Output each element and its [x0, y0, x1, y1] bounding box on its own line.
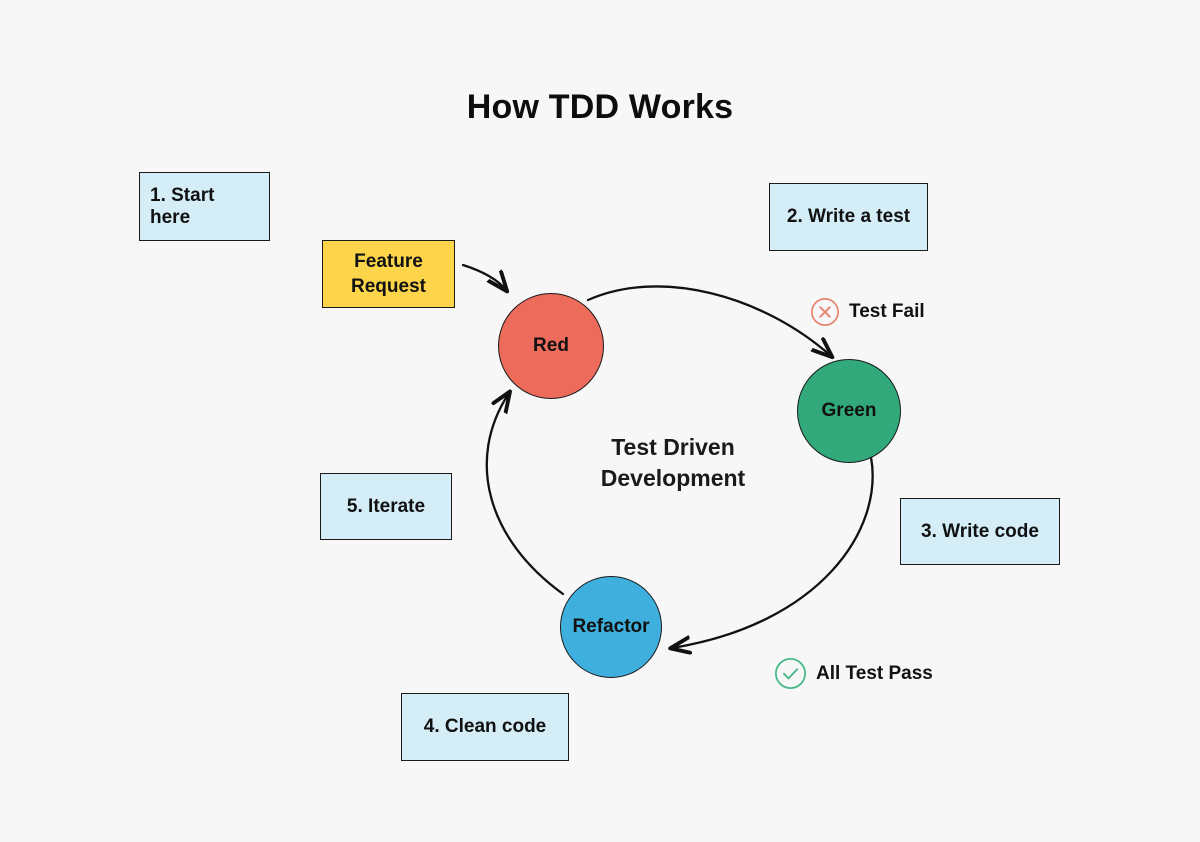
step-box-5-label: 5. Iterate	[346, 495, 426, 517]
step-box-1-label: 1. Start here	[150, 184, 215, 228]
node-refactor[interactable]: Refactor	[560, 576, 662, 678]
circle-check-icon	[774, 657, 807, 690]
node-red-label: Red	[533, 335, 569, 356]
status-test-fail: Test Fail	[810, 297, 925, 327]
step-box-1-start-here[interactable]: 1. Start here	[139, 172, 270, 241]
node-red[interactable]: Red	[498, 293, 604, 399]
step-box-3-label: 3. Write code	[921, 520, 1039, 542]
step-box-3-write-code[interactable]: 3. Write code	[900, 498, 1060, 565]
feature-request-box[interactable]: Feature Request	[322, 240, 455, 308]
feature-request-line1: Feature	[354, 250, 423, 272]
node-green-label: Green	[821, 400, 877, 421]
cycle-center-line1: Test Driven	[611, 434, 735, 460]
cycle-center-label: Test Driven Development	[523, 432, 823, 494]
node-green[interactable]: Green	[797, 359, 901, 463]
circle-x-icon	[811, 298, 839, 326]
node-refactor-label: Refactor	[572, 616, 650, 637]
status-all-test-pass: All Test Pass	[774, 657, 933, 690]
step-box-4-clean-code[interactable]: 4. Clean code	[401, 693, 569, 761]
cycle-center-line2: Development	[600, 465, 746, 492]
arrow-red-to-green	[586, 285, 831, 356]
step-box-4-label: 4. Clean code	[423, 716, 547, 737]
feature-request-line2: Request	[351, 276, 426, 297]
step-box-2-label: 2. Write a test	[786, 206, 911, 227]
status-test-fail-label: Test Fail	[849, 301, 925, 322]
step-box-5-iterate[interactable]: 5. Iterate	[320, 473, 452, 540]
page-title: How TDD Works	[466, 88, 734, 126]
step-box-2-write-a-test[interactable]: 2. Write a test	[769, 183, 928, 251]
arrow-feature-request-to-red	[461, 263, 506, 290]
status-all-test-pass-label: All Test Pass	[816, 662, 933, 684]
